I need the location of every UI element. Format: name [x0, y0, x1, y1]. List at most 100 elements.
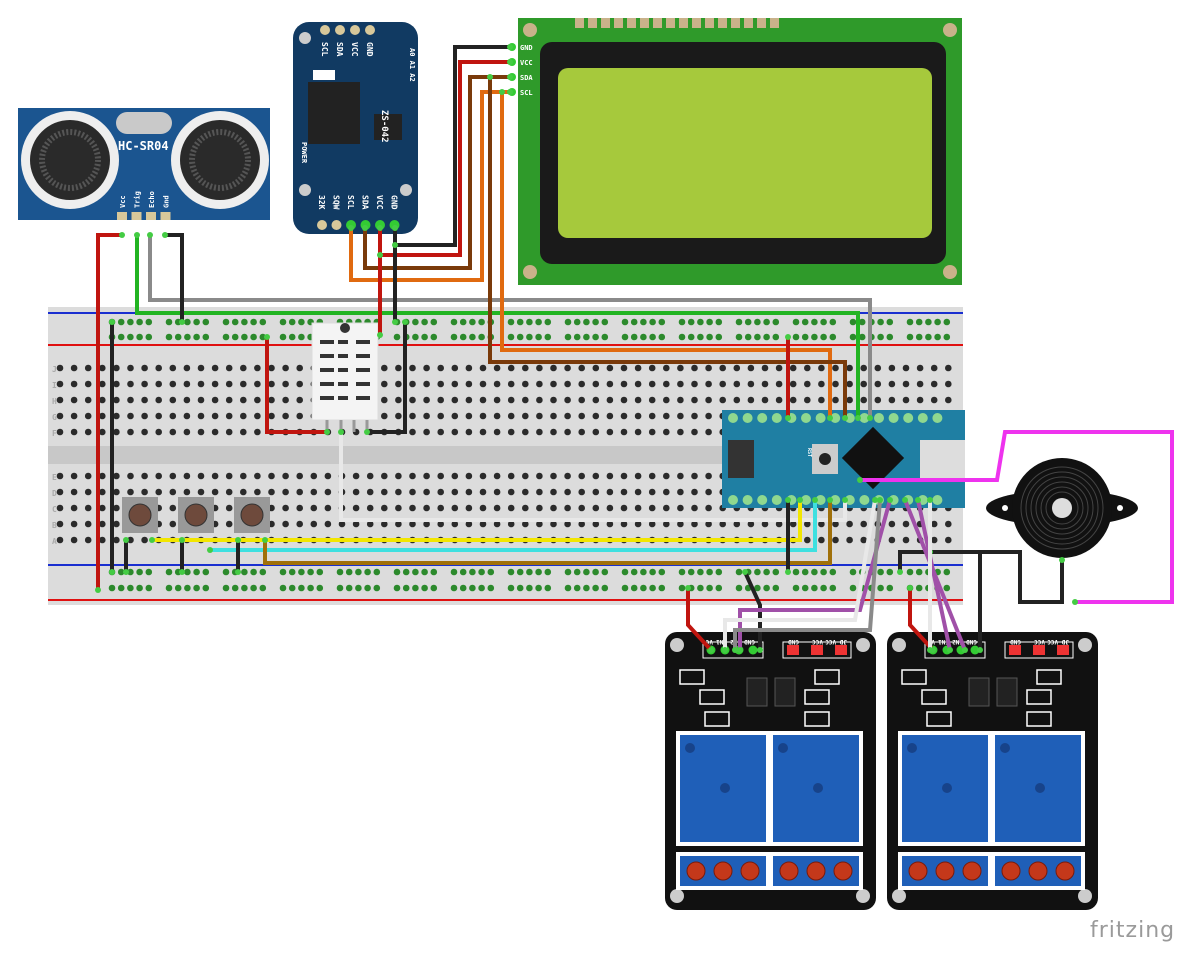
breadboard-hole[interactable] [70, 428, 78, 436]
breadboard-hole[interactable] [141, 412, 148, 420]
rail-hole[interactable] [117, 584, 125, 592]
rail-hole[interactable] [364, 568, 371, 576]
rail-hole[interactable] [526, 333, 533, 341]
rail-hole[interactable] [174, 333, 182, 341]
rail-hole[interactable] [858, 333, 866, 341]
rail-hole[interactable] [478, 584, 485, 592]
breadboard-hole[interactable] [663, 380, 670, 388]
rail-hole[interactable] [621, 318, 629, 326]
rail-hole[interactable] [459, 584, 467, 592]
breadboard-hole[interactable] [761, 380, 769, 388]
breadboard-hole[interactable] [804, 520, 811, 528]
breadboard-hole[interactable] [395, 488, 402, 496]
breadboard-hole[interactable] [874, 380, 882, 388]
breadboard-hole[interactable] [197, 364, 205, 372]
rail-hole[interactable] [792, 584, 800, 592]
breadboard-hole[interactable] [437, 488, 445, 496]
rail-hole[interactable] [915, 568, 923, 576]
breadboard-hole[interactable] [691, 428, 698, 436]
breadboard-hole[interactable] [395, 412, 402, 420]
wire-endpoint[interactable] [377, 252, 383, 258]
breadboard-hole[interactable] [437, 380, 445, 388]
breadboard-hole[interactable] [507, 472, 515, 480]
breadboard-hole[interactable] [437, 520, 445, 528]
breadboard-hole[interactable] [465, 364, 473, 372]
rail-hole[interactable] [601, 333, 609, 341]
rail-hole[interactable] [544, 584, 552, 592]
rail-hole[interactable] [640, 333, 647, 341]
breadboard-hole[interactable] [56, 472, 64, 480]
breadboard-hole[interactable] [493, 396, 501, 404]
rail-hole[interactable] [735, 333, 743, 341]
breadboard-hole[interactable] [634, 364, 642, 372]
breadboard-hole[interactable] [141, 488, 148, 496]
breadboard-hole[interactable] [930, 520, 938, 528]
wire-endpoint[interactable] [907, 585, 913, 591]
rail-hole[interactable] [943, 584, 951, 592]
breadboard-hole[interactable] [211, 488, 219, 496]
breadboard-hole[interactable] [564, 472, 571, 480]
rail-hole[interactable] [829, 584, 837, 592]
push-button[interactable] [234, 497, 270, 533]
breadboard-hole[interactable] [141, 472, 148, 480]
rail-hole[interactable] [250, 568, 257, 576]
rail-hole[interactable] [849, 584, 857, 592]
wire-endpoint[interactable] [785, 415, 791, 421]
rail-hole[interactable] [564, 318, 572, 326]
rail-hole[interactable] [259, 333, 267, 341]
breadboard-hole[interactable] [606, 472, 614, 480]
breadboard-hole[interactable] [310, 472, 318, 480]
breadboard-hole[interactable] [282, 380, 289, 388]
terminal-screw[interactable] [806, 861, 826, 881]
wire-endpoint[interactable] [392, 225, 398, 231]
breadboard-hole[interactable] [634, 412, 642, 420]
breadboard-hole[interactable] [451, 364, 459, 372]
breadboard-hole[interactable] [338, 520, 346, 528]
breadboard-hole[interactable] [268, 364, 275, 372]
breadboard-hole[interactable] [522, 520, 529, 528]
rail-hole[interactable] [820, 318, 827, 326]
rail-hole[interactable] [925, 333, 932, 341]
breadboard-hole[interactable] [225, 488, 233, 496]
breadboard-hole[interactable] [127, 396, 134, 404]
breadboard-hole[interactable] [324, 472, 332, 480]
rail-hole[interactable] [649, 584, 656, 592]
breadboard-hole[interactable] [423, 520, 430, 528]
breadboard-hole[interactable] [451, 504, 459, 512]
rail-hole[interactable] [241, 318, 248, 326]
rail-hole[interactable] [772, 318, 780, 326]
breadboard-hole[interactable] [550, 504, 557, 512]
breadboard-hole[interactable] [169, 472, 177, 480]
rail-hole[interactable] [658, 568, 666, 576]
breadboard-hole[interactable] [465, 428, 473, 436]
wire-endpoint[interactable] [95, 587, 101, 593]
breadboard-hole[interactable] [211, 428, 219, 436]
rail-hole[interactable] [108, 584, 116, 592]
breadboard-hole[interactable] [705, 428, 712, 436]
breadboard-hole[interactable] [818, 536, 825, 544]
rail-hole[interactable] [915, 584, 923, 592]
breadboard-hole[interactable] [507, 520, 515, 528]
breadboard-hole[interactable] [423, 412, 430, 420]
rail-hole[interactable] [241, 568, 248, 576]
rail-hole[interactable] [279, 318, 287, 326]
rail-hole[interactable] [373, 568, 381, 576]
breadboard-hole[interactable] [663, 520, 670, 528]
rail-hole[interactable] [706, 584, 713, 592]
breadboard-hole[interactable] [225, 504, 233, 512]
breadboard-hole[interactable] [240, 472, 247, 480]
rail-hole[interactable] [459, 333, 467, 341]
rail-hole[interactable] [792, 318, 800, 326]
breadboard-hole[interactable] [409, 472, 416, 480]
breadboard-hole[interactable] [634, 504, 642, 512]
breadboard-hole[interactable] [84, 428, 92, 436]
breadboard-hole[interactable] [127, 412, 134, 420]
breadboard-hole[interactable] [648, 396, 656, 404]
rail-hole[interactable] [943, 333, 951, 341]
breadboard-hole[interactable] [620, 488, 628, 496]
breadboard-hole[interactable] [578, 428, 585, 436]
wire-endpoint[interactable] [109, 569, 115, 575]
breadboard-hole[interactable] [211, 380, 219, 388]
breadboard-hole[interactable] [888, 520, 896, 528]
breadboard-hole[interactable] [648, 488, 656, 496]
